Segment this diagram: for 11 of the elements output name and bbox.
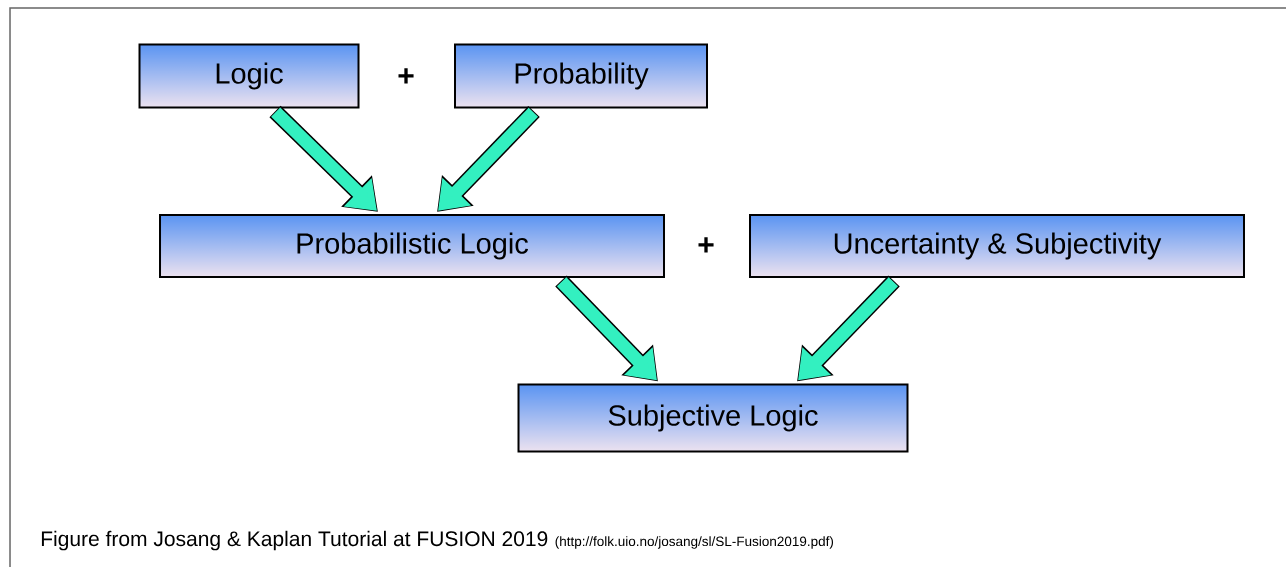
text-box: Subjective Logic bbox=[517, 383, 909, 453]
text-box: Logic bbox=[138, 43, 360, 109]
text-box: Probability bbox=[454, 43, 708, 109]
url: (http://folk.uio.no/josang/sl/SL-Fusion2019.pdf) bbox=[555, 536, 833, 549]
plus-sign: + bbox=[398, 68, 414, 84]
text-box: Probabilistic Logic bbox=[159, 214, 665, 278]
arrow bbox=[437, 105, 540, 212]
plus-sign: + bbox=[698, 237, 714, 253]
caption: Figure from Josang & Kaplan Tutorial at FUSION 2019 bbox=[41, 530, 548, 551]
arrow bbox=[269, 105, 378, 212]
text-box: Uncertainty & Subjectivity bbox=[749, 214, 1245, 278]
